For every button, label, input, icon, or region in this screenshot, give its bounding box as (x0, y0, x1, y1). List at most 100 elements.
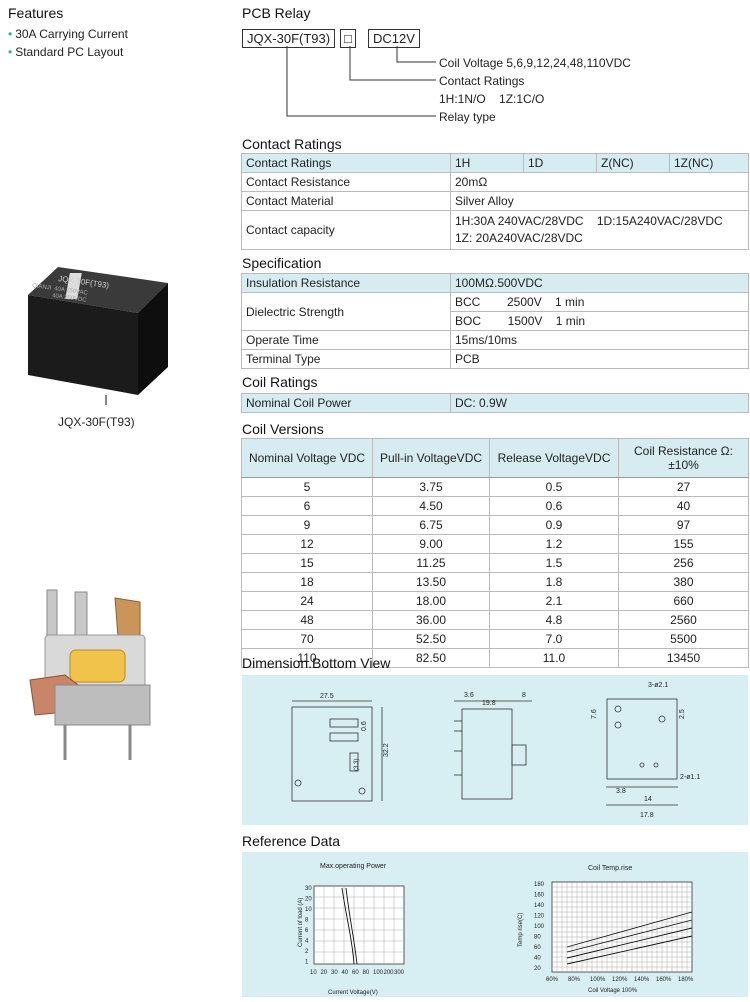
chart1-xtick: 200 (384, 970, 395, 976)
chart2-xtick: 60% (546, 977, 559, 983)
relay-type-line: Relay type (439, 110, 496, 124)
pcb-title: PCB Relay (242, 5, 311, 21)
dim-label: 2.5 (679, 709, 686, 719)
table-cell: 9 (241, 515, 373, 535)
dimension-title: Dimension.Bottom View (242, 655, 391, 671)
chart2-xlabel: Coil Voltage 100% (588, 988, 638, 994)
chart1-xtick: 10 (310, 970, 317, 976)
table-cell: 70 (241, 629, 373, 649)
coil-versions-title: Coil Versions (242, 421, 324, 437)
reference-title: Reference Data (242, 833, 341, 849)
dimension-drawing: 27.5 0.6 32.2 (3.3) 3.6 19.8 8 3-ø2.1 (291, 682, 700, 819)
table-cell: Nominal Coil Power (241, 393, 451, 413)
table-cell: 100MΩ.500VDC (450, 273, 749, 293)
chart1-xtick: 20 (321, 970, 328, 976)
specification-table: Insulation Resistance 100MΩ.500VDC Diele… (241, 273, 749, 369)
table-cell: 52.50 (372, 629, 490, 649)
table-header: Nominal Voltage VDC (241, 438, 373, 478)
chart1-ytick: 20 (305, 897, 312, 903)
table-cell: PCB (450, 349, 749, 369)
specification-title: Specification (242, 255, 322, 271)
dimension-panel: 27.5 0.6 32.2 (3.3) 3.6 19.8 8 3-ø2.1 (242, 675, 748, 825)
table-cell: 1H:30A 240VAC/28VDC 1D:15A240VAC/28VDC 1… (450, 210, 749, 250)
chart2-ytick: 160 (534, 893, 545, 899)
table-cell: BCC 2500V 1 min (450, 292, 749, 312)
table-cell: Z(NC) (596, 153, 670, 173)
product-caption: JQX-30F(T93) (58, 415, 135, 429)
chart2-ytick: 40 (534, 956, 541, 962)
table-cell: Contact Ratings (241, 153, 451, 173)
chart1-xtick: 300 (394, 970, 405, 976)
table-cell: 7.0 (489, 629, 619, 649)
chart2-xtick: 100% (590, 977, 606, 983)
table-header: Coil Resistance Ω: ±10% (618, 438, 749, 478)
relay-photo-text: 40A 250VDC (52, 293, 88, 304)
table-cell: 1D (523, 153, 597, 173)
code-leader-lines (286, 46, 436, 117)
table-cell: Contact capacity (241, 210, 451, 250)
table-cell: Terminal Type (241, 349, 451, 369)
feature-item: •Standard PC Layout (8, 45, 124, 59)
open-relay-photo (29, 589, 151, 760)
dim-label: (3.3) (354, 759, 360, 771)
table-cell: 11.0 (489, 648, 619, 668)
table-cell: 36.00 (372, 610, 490, 630)
dim-label: 7.6 (591, 709, 598, 719)
code-box: □ (340, 29, 356, 48)
table-cell: 97 (618, 515, 749, 535)
dim-label: 3-ø2.1 (648, 682, 668, 689)
table-cell: 2.1 (489, 591, 619, 611)
table-cell: 9.00 (372, 534, 490, 554)
chart1-xtick: 80 (363, 970, 370, 976)
table-cell: Operate Time (241, 330, 451, 350)
table-cell: 27 (618, 477, 749, 497)
table-cell: 660 (618, 591, 749, 611)
coil-versions-table: Nominal Voltage VDC Pull-in VoltageVDC R… (241, 438, 749, 668)
table-cell: 3.75 (372, 477, 490, 497)
chart1-ylabel: Current of load (A) (298, 898, 304, 947)
table-cell: 18 (241, 572, 373, 592)
table-cell: 20mΩ (450, 172, 749, 192)
dim-label: 19.8 (482, 700, 496, 707)
table-cell: 11.25 (372, 553, 490, 573)
table-cell: 380 (618, 572, 749, 592)
chart1-ytick: 4 (305, 939, 309, 945)
table-cell: 6.75 (372, 515, 490, 535)
dim-label: 17.8 (640, 812, 654, 819)
table-cell: 4.50 (372, 496, 490, 516)
chart2-xtick: 80% (568, 977, 581, 983)
table-cell: Dielectric Strength (241, 292, 451, 331)
chart2-ytick: 120 (534, 914, 545, 920)
chart1-xlabel: Current Voltage(V) (328, 990, 378, 996)
dim-label: 14 (644, 796, 652, 803)
dim-label: 3.8 (616, 788, 626, 795)
code-type-box: JQX-30F(T93) (242, 29, 336, 48)
relay-photo-text: QIANJI (32, 283, 52, 292)
chart1-ytick: 2 (305, 949, 309, 955)
table-cell: 82.50 (372, 648, 490, 668)
table-cell: Insulation Resistance (241, 273, 451, 293)
chart1-ytick: 10 (305, 907, 312, 913)
table-cell: 155 (618, 534, 749, 554)
table-cell: 12 (241, 534, 373, 554)
coil-voltage-line: Coil Voltage 5,6,9,12,24,48,110VDC (439, 56, 631, 70)
dim-label: 32.2 (383, 743, 390, 757)
table-header: Release VoltageVDC (489, 438, 619, 478)
table-cell: Silver Alloy (450, 191, 749, 211)
table-cell: 1.8 (489, 572, 619, 592)
table-cell: 24 (241, 591, 373, 611)
chart1-ytick: 8 (305, 918, 309, 924)
table-cell: 48 (241, 610, 373, 630)
table-cell: 15ms/10ms (450, 330, 749, 350)
chart2-ytick: 100 (534, 924, 545, 930)
table-cell: 4.8 (489, 610, 619, 630)
chart2-xtick: 120% (612, 977, 628, 983)
